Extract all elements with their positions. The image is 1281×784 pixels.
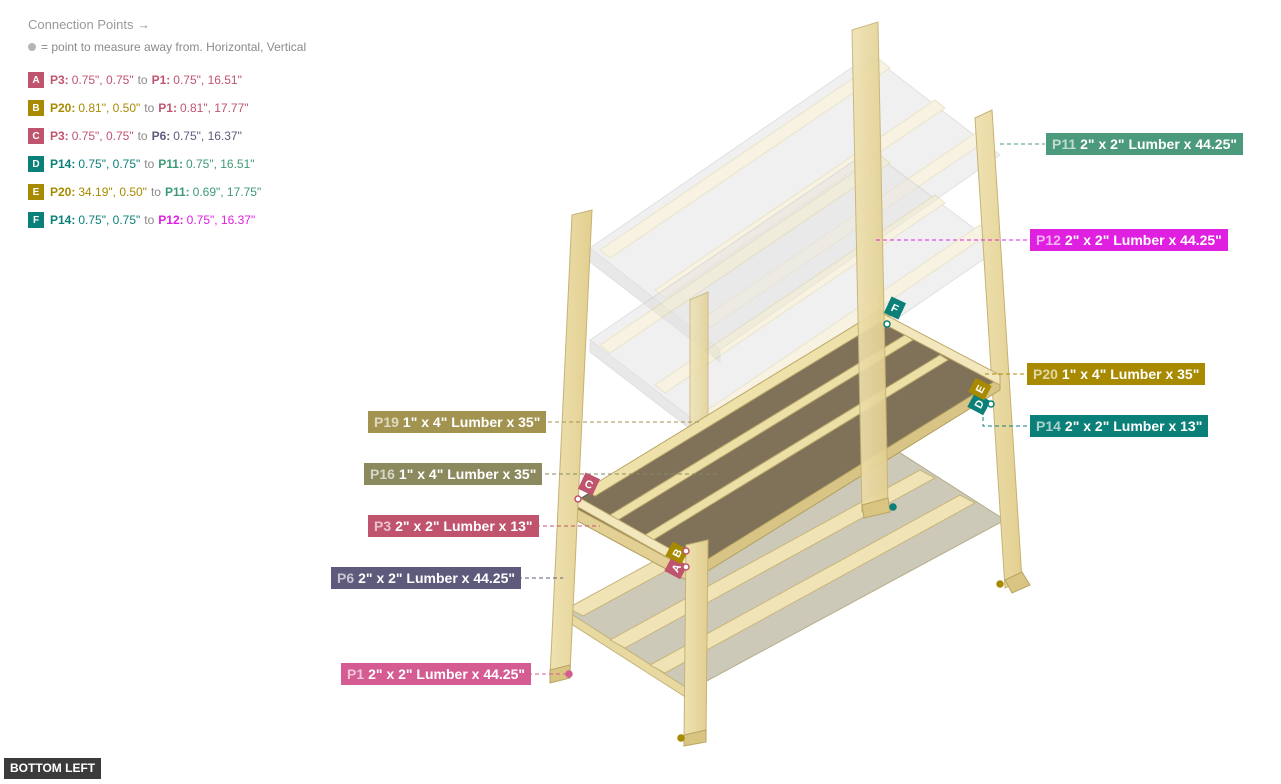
part-id: P3: [374, 518, 392, 534]
to-part: P1:: [151, 73, 171, 87]
highlighted-shelf: [568, 309, 1002, 583]
to-value: 0.75", 16.51": [185, 157, 255, 171]
svg-text:F: F: [889, 302, 900, 316]
connection-marker-c: C: [577, 472, 601, 496]
legend-note: = point to measure away from. Horizontal…: [28, 40, 306, 54]
front-legs: [549, 21, 891, 747]
to-separator: to: [144, 101, 155, 115]
connection-badge: E: [28, 184, 44, 200]
part-id: P12: [1036, 232, 1061, 248]
part-description: 2" x 2" Lumber x 44.25": [368, 666, 526, 682]
from-part: P14:: [50, 157, 76, 171]
from-value: 0.75", 0.75": [71, 73, 134, 87]
to-part: P12:: [158, 213, 184, 227]
to-part: P6:: [151, 129, 171, 143]
to-separator: to: [144, 213, 155, 227]
to-value: 0.75", 16.51": [173, 73, 242, 87]
from-part: P3:: [50, 73, 69, 87]
part-id: P6: [337, 570, 355, 586]
part-id: P16: [370, 466, 395, 482]
measure-points: [565, 320, 1004, 742]
to-part: P11:: [158, 157, 183, 171]
to-value: 0.75", 16.37": [173, 129, 242, 143]
connection-badge: C: [28, 128, 44, 144]
measure-point-dot-icon: [28, 43, 36, 51]
connection-badge: F: [28, 212, 44, 228]
from-value: 34.19", 0.50": [78, 185, 147, 199]
to-separator: to: [137, 129, 148, 143]
connection-marker-e: E: [968, 377, 992, 401]
part-id: P11: [1052, 136, 1077, 152]
legend-note-text: = point to measure away from. Horizontal…: [41, 40, 307, 54]
from-part: P20:: [50, 101, 76, 115]
to-value: 0.81", 17.77": [179, 101, 249, 115]
to-value: 0.75", 16.37": [186, 213, 256, 227]
part-id: P20: [1033, 366, 1058, 382]
to-separator: to: [137, 73, 148, 87]
connection-badge: B: [28, 100, 44, 116]
part-description: 1" x 4" Lumber x 35": [1061, 366, 1200, 382]
connection-badge: A: [28, 72, 44, 88]
connection-marker-b: B: [665, 541, 689, 565]
from-part: P14:: [50, 213, 76, 227]
part-description: 1" x 4" Lumber x 35": [402, 414, 541, 430]
legend-title: Connection Points →: [28, 17, 151, 32]
part-description: 2" x 2" Lumber x 44.25": [1064, 232, 1222, 248]
connection-marker-f: F: [883, 296, 907, 320]
from-part: P3:: [50, 129, 69, 143]
part-description: 1" x 4" Lumber x 35": [398, 466, 537, 482]
to-part: P11:: [164, 185, 190, 199]
from-value: 0.75", 0.75": [78, 213, 141, 227]
to-separator: to: [144, 157, 155, 171]
from-part: P20:: [50, 185, 76, 199]
to-value: 0.69", 17.75": [192, 185, 262, 199]
leader-lines: [518, 143, 1045, 675]
from-value: 0.75", 0.75": [71, 129, 134, 143]
part-id: P1: [347, 666, 365, 682]
part-description: 2" x 2" Lumber x 44.25": [358, 570, 516, 586]
part-description: 2" x 2" Lumber x 13": [1064, 418, 1203, 434]
part-id: P19: [374, 414, 399, 430]
connection-points-legend: Connection Points → = point to measure a…: [28, 17, 306, 234]
from-value: 0.81", 0.50": [78, 101, 141, 115]
part-description: 2" x 2" Lumber x 13": [395, 518, 533, 534]
part-id: P14: [1036, 418, 1061, 434]
to-separator: to: [150, 185, 161, 199]
view-label[interactable]: BOTTOM LEFT: [4, 758, 102, 779]
to-part: P1:: [158, 101, 177, 115]
connection-badge: D: [28, 156, 44, 172]
part-description: 2" x 2" Lumber x 44.25": [1080, 136, 1238, 152]
from-value: 0.75", 0.75": [78, 157, 141, 171]
